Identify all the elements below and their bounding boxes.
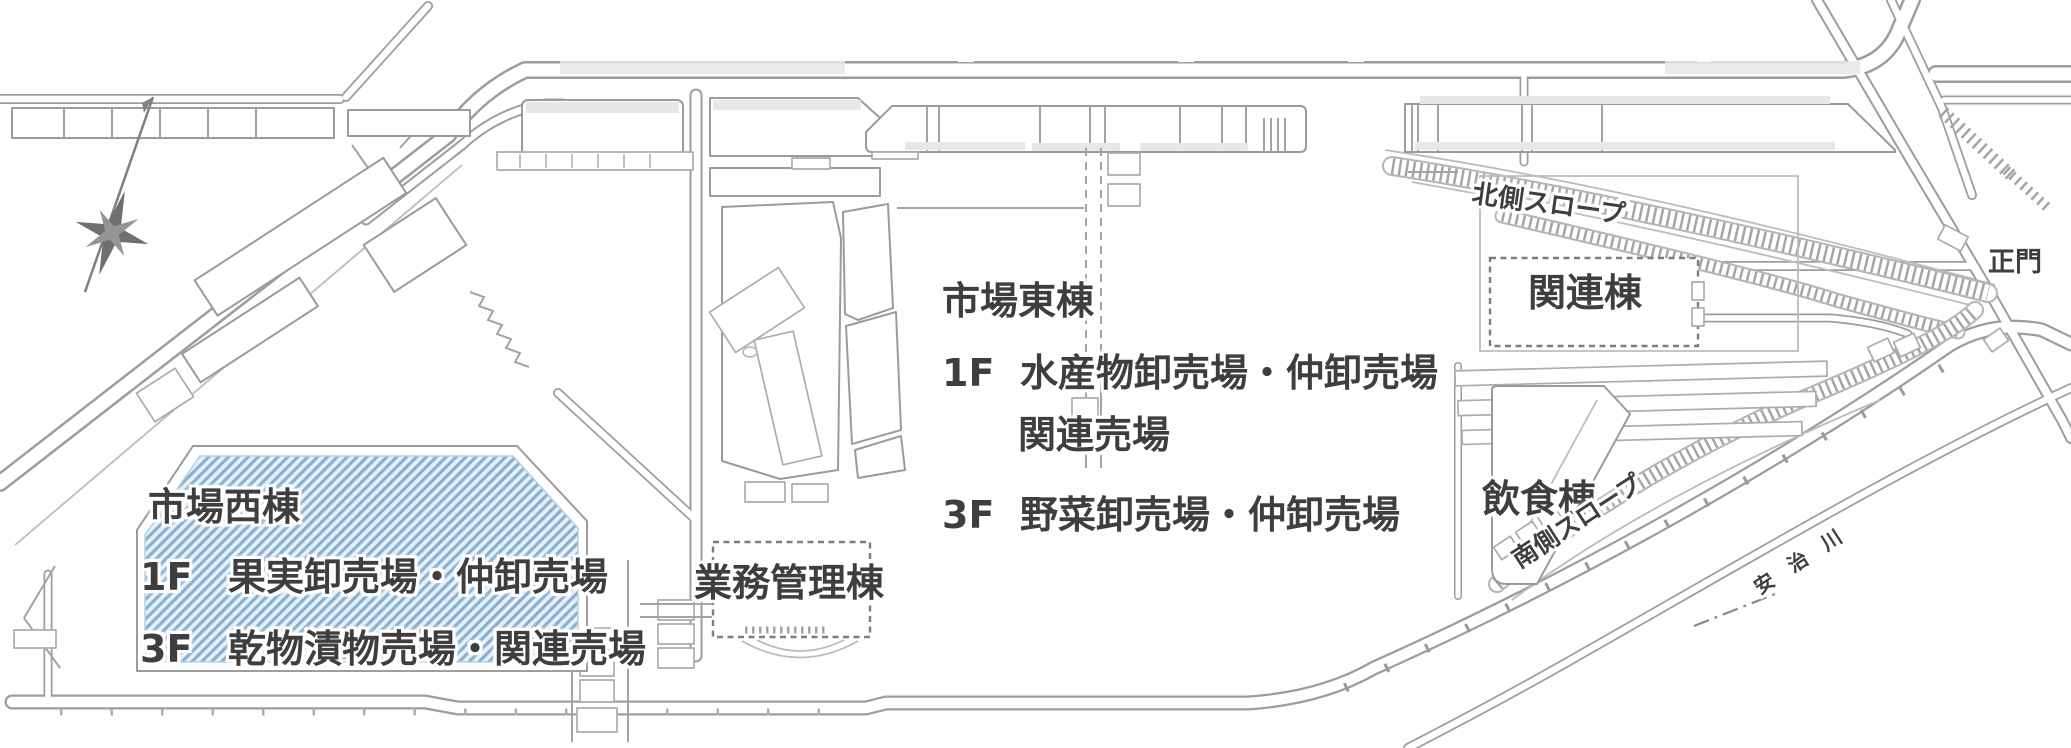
label-east-building-title: 市場東棟	[942, 279, 1095, 323]
west-building-shape	[144, 455, 579, 663]
gate-junction-detail	[1866, 107, 2052, 363]
admin-building-outline	[711, 540, 872, 639]
label-west-floor1: 1F 果実卸売場・仲卸売場	[140, 556, 608, 599]
label-west-floor3: 3F 乾物漬物売場・関連売場	[140, 628, 646, 671]
north-slope-ramp	[1382, 149, 1998, 340]
east-floor1-number: 1F	[942, 351, 995, 395]
west-floor1-text: 果実卸売場・仲卸売場	[228, 555, 609, 599]
river-centerline	[1693, 592, 1776, 628]
pier-sheds	[14, 156, 530, 546]
label-restaurant-building: 飲食棟	[1482, 477, 1597, 521]
label-main-gate: 正門	[1988, 247, 2042, 278]
label-east-floor3: 3F 野菜卸売場・仲卸売場	[942, 494, 1400, 537]
label-east-floor1: 1F 水産物卸売場・仲卸売場	[942, 352, 1438, 395]
related-building-outline	[1488, 256, 1700, 348]
east-floor1-text: 水産物卸売場・仲卸売場	[1020, 351, 1439, 395]
west-floor3-number: 3F	[140, 627, 193, 671]
east-floor3-number: 3F	[942, 493, 995, 537]
admin-building-area	[13, 540, 872, 742]
river-area	[1343, 358, 1955, 693]
label-related-building: 関連棟	[1528, 271, 1643, 315]
label-west-building-title: 市場西棟	[148, 485, 301, 529]
compass-rose	[75, 96, 155, 293]
label-east-floor1-cont: 関連売場	[1018, 413, 1171, 457]
related-building-area	[1454, 175, 1828, 446]
east-market-building-block	[708, 148, 1141, 503]
west-floor3-text: 乾物漬物売場・関連売場	[228, 627, 647, 671]
label-admin-building: 業務管理棟	[694, 561, 885, 605]
east-floor3-text: 野菜卸売場・仲卸売場	[1020, 493, 1401, 537]
north-building-rows	[11, 96, 1896, 197]
west-floor1-number: 1F	[140, 555, 193, 599]
west-market-building	[136, 445, 588, 672]
restaurant-building-area	[1491, 385, 1631, 585]
